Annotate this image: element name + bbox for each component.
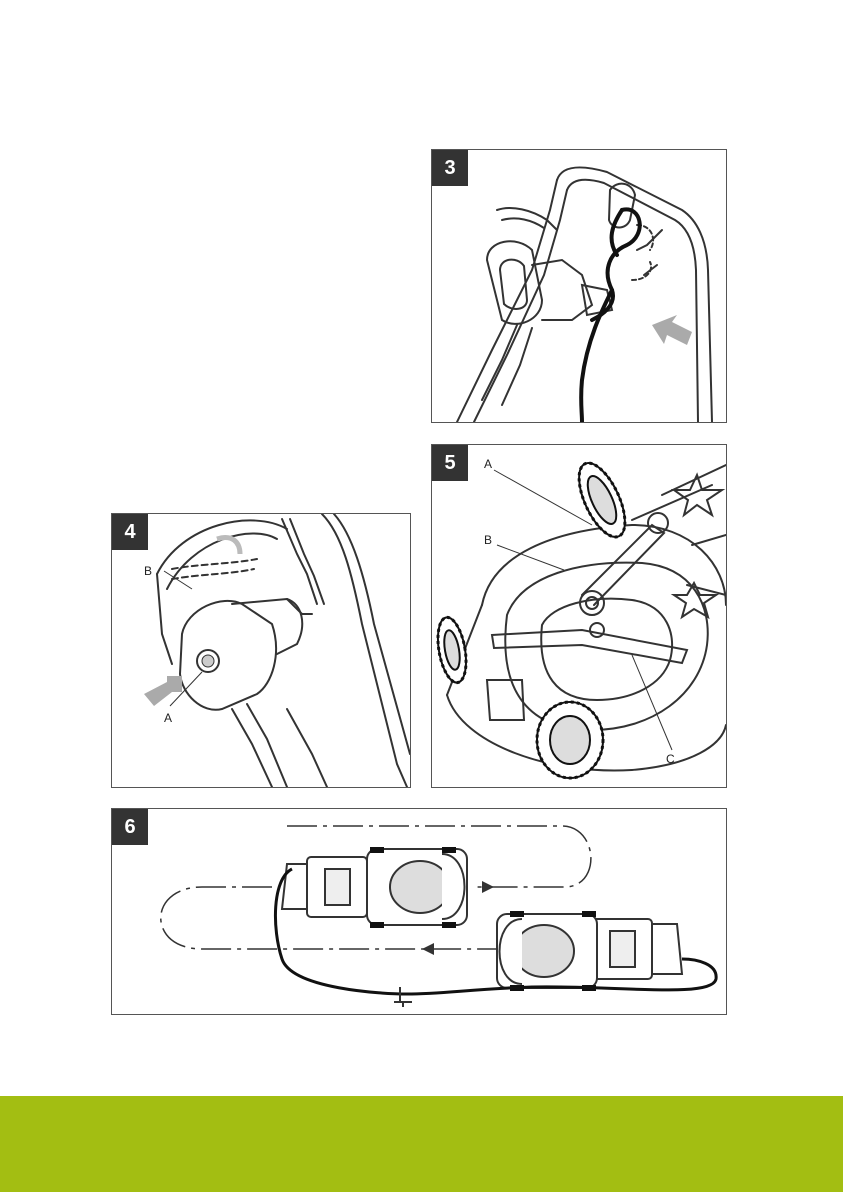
- figure-5-label-c: C: [666, 752, 675, 766]
- figure-3-illustration: [432, 150, 726, 422]
- figure-3-number: 3: [432, 150, 468, 186]
- figure-5-illustration: A B C: [432, 445, 726, 787]
- figure-4-illustration: B A: [112, 514, 410, 787]
- figure-5-label-b: B: [484, 533, 492, 547]
- figure-4-number: 4: [112, 514, 148, 550]
- footer-color-band: [0, 1096, 843, 1192]
- figure-4-label-b: B: [144, 564, 152, 578]
- figure-6-illustration: [112, 809, 726, 1014]
- figure-6-number: 6: [112, 809, 148, 845]
- figure-4-label-a: A: [164, 711, 172, 725]
- figure-4-panel: 4: [111, 513, 411, 788]
- figure-5-label-a: A: [484, 457, 492, 471]
- figure-5-number: 5: [432, 445, 468, 481]
- figure-6-panel: 6: [111, 808, 727, 1015]
- figure-5-panel: 5: [431, 444, 727, 788]
- figure-3-panel: 3: [431, 149, 727, 423]
